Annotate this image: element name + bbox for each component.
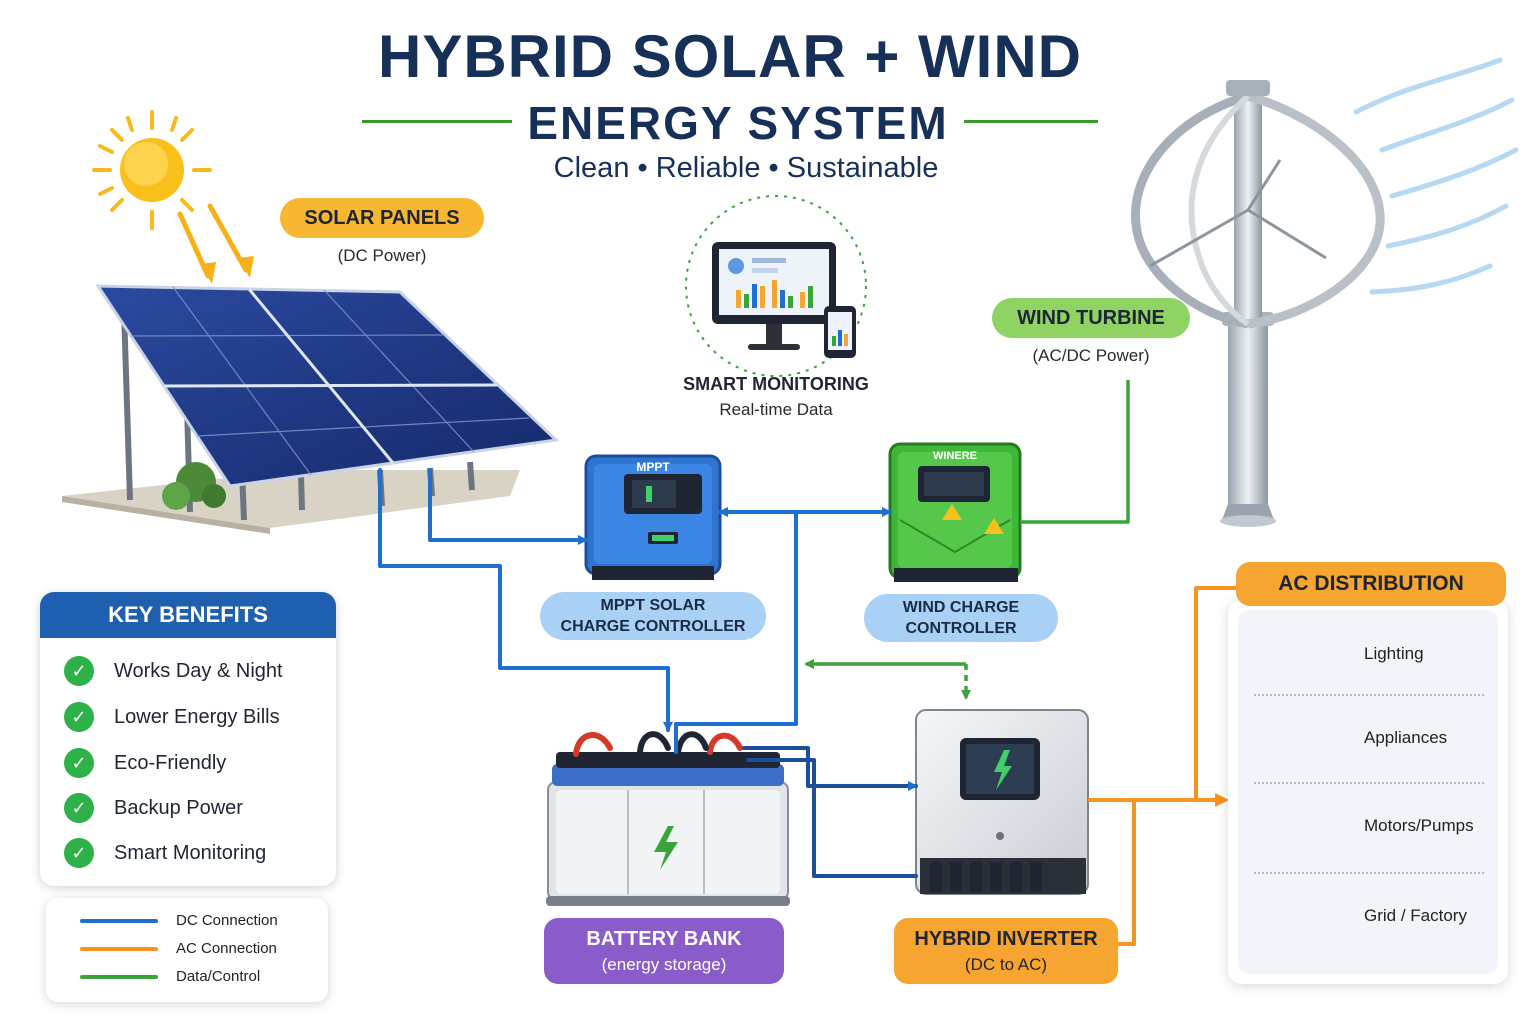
key-benefits-panel: KEY BENEFITS ✓ Works Day & Night ✓ Lower… (40, 592, 336, 886)
battery-illustration (546, 731, 790, 906)
monitoring-display-illustration (685, 195, 867, 377)
connection-legend: DC Connection AC Connection Data/Control (46, 898, 328, 1002)
check-icon: ✓ (64, 656, 94, 686)
mppt-device-text: MPPT (636, 460, 670, 474)
check-icon: ✓ (64, 793, 94, 823)
benefit-item: ✓ Works Day & Night (64, 656, 283, 686)
legend-label: AC Connection (176, 940, 277, 957)
ac-separator (1254, 782, 1484, 784)
sun-icon (92, 110, 254, 284)
ac-distribution-panel (1228, 600, 1508, 984)
ac-item-appliances: Appliances (1364, 728, 1448, 747)
key-benefits-title: KEY BENEFITS (40, 592, 336, 638)
legend-label: DC Connection (176, 912, 278, 929)
wind-device-text: WINERE (933, 450, 977, 462)
legend-swatch-data (80, 974, 158, 979)
mppt-label-line2: CHARGE CONTROLLER (560, 618, 746, 635)
wind-turbine-sub: (AC/DC Power) (1032, 346, 1150, 365)
hybrid-inverter-title: HYBRID INVERTER (914, 927, 1098, 950)
main-subtitle: ENERGY SYSTEM (527, 97, 949, 149)
benefit-label: Smart Monitoring (114, 841, 267, 864)
wind-turbine-illustration (1131, 57, 1519, 527)
benefit-item: ✓ Lower Energy Bills (64, 702, 280, 732)
ac-wires (1088, 586, 1236, 946)
ac-item-lighting: Lighting (1364, 644, 1424, 663)
ac-separator (1254, 872, 1484, 874)
mppt-controller-illustration (584, 454, 722, 580)
smart-monitoring-label: SMART MONITORING (683, 374, 869, 394)
ac-item-grid: Grid / Factory (1364, 906, 1467, 925)
wind-turbine-label: WIND TURBINE (992, 298, 1190, 338)
battery-bank-label: BATTERY BANK (energy storage) (544, 918, 784, 984)
legend-swatch-dc (80, 918, 158, 923)
benefit-item: ✓ Backup Power (64, 793, 243, 823)
title-rule-left (362, 120, 512, 123)
check-icon: ✓ (64, 748, 94, 778)
ac-separator (1254, 694, 1484, 696)
benefit-label: Works Day & Night (114, 659, 283, 682)
mppt-controller-label: MPPT SOLAR CHARGE CONTROLLER (540, 592, 766, 640)
solar-panels-sub: (DC Power) (337, 246, 427, 265)
benefit-item: ✓ Eco-Friendly (64, 748, 226, 778)
legend-item-data: Data/Control (80, 968, 260, 985)
legend-item-ac: AC Connection (80, 940, 277, 957)
wind-label-line1: WIND CHARGE (902, 599, 1020, 616)
inverter-illustration (915, 709, 1089, 895)
benefit-item: ✓ Smart Monitoring (64, 838, 266, 868)
hybrid-inverter-sub: (DC to AC) (964, 954, 1048, 974)
legend-item-dc: DC Connection (80, 912, 278, 929)
main-title: HYBRID SOLAR + WIND (377, 23, 1083, 90)
legend-label: Data/Control (176, 968, 261, 985)
wind-controller-label: WIND CHARGE CONTROLLER (864, 594, 1058, 642)
solar-panels-label: SOLAR PANELS (280, 198, 484, 238)
dc-wires (378, 468, 918, 878)
data-control-wires (804, 380, 1130, 700)
check-icon: ✓ (64, 702, 94, 732)
mppt-label-line1: MPPT SOLAR (600, 597, 706, 614)
benefit-label: Lower Energy Bills (114, 705, 280, 728)
ac-distribution-inner (1238, 610, 1498, 974)
hybrid-inverter-label: HYBRID INVERTER (DC to AC) (894, 918, 1118, 984)
battery-bank-sub: (energy storage) (601, 954, 727, 974)
wind-controller-illustration (888, 442, 1022, 582)
title-rule-right (964, 120, 1098, 123)
check-icon: ✓ (64, 838, 94, 868)
benefit-label: Eco-Friendly (114, 751, 227, 774)
benefit-label: Backup Power (114, 796, 243, 819)
wind-label-line2: CONTROLLER (905, 620, 1017, 637)
ac-item-motors: Motors/Pumps (1364, 816, 1474, 835)
legend-swatch-ac (80, 946, 158, 951)
tagline: Clean • Reliable • Sustainable (553, 152, 939, 184)
battery-bank-title: BATTERY BANK (586, 927, 742, 950)
solar-panel-array-illustration (62, 284, 560, 534)
smart-monitoring-sub: Real-time Data (719, 400, 833, 419)
ac-distribution-title: AC DISTRIBUTION (1236, 562, 1506, 606)
